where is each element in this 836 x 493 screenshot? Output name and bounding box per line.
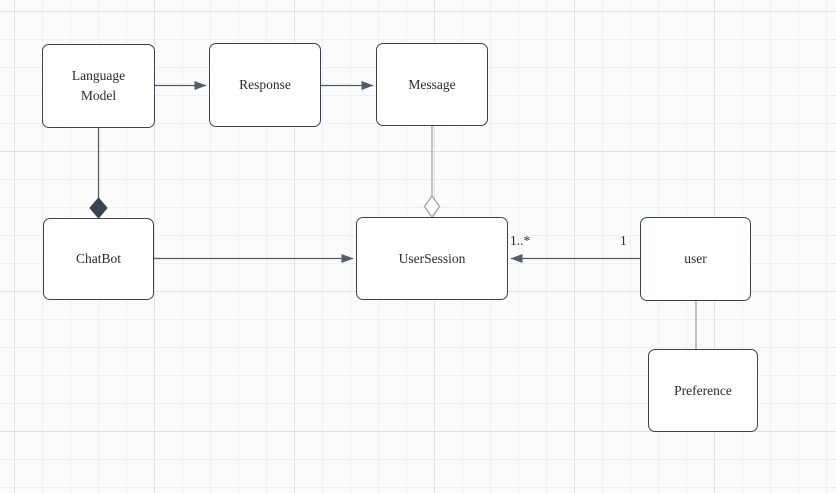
node-user[interactable]: user — [640, 217, 751, 301]
node-message[interactable]: Message — [376, 43, 488, 126]
aggregation-hollow-diamond[interactable] — [423, 194, 441, 219]
node-label: UserSession — [398, 250, 466, 266]
multiplicity-label-user-end: 1 — [620, 233, 627, 248]
node-label: user — [684, 251, 707, 267]
node-response[interactable]: Response — [209, 43, 321, 127]
node-label: Preference — [674, 382, 732, 398]
composition-filled-diamond[interactable] — [89, 197, 108, 219]
node-usersession[interactable]: UserSession — [356, 217, 508, 300]
node-label: Response — [239, 77, 291, 93]
node-label: ChatBot — [75, 251, 121, 267]
node-preference[interactable]: Preference — [648, 349, 758, 432]
node-language-model[interactable]: Language Model — [42, 44, 155, 128]
node-chatbot[interactable]: ChatBot — [43, 218, 154, 300]
multiplicity-label-usersession-end: 1..* — [510, 233, 531, 248]
node-label: Language Model — [71, 68, 126, 103]
node-label: Message — [408, 76, 456, 92]
